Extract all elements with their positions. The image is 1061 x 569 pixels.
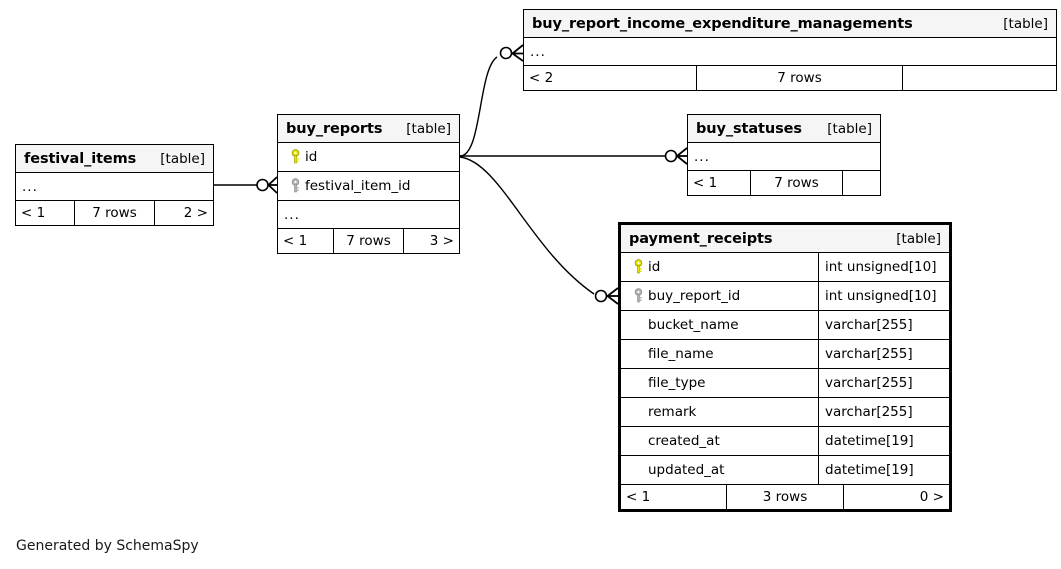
table-title: payment_receipts [629,230,773,247]
table-type-tag: [table] [160,150,205,167]
column-cell: id [621,253,818,281]
hidden-columns-ellipsis: ... [524,38,1056,66]
table-title: buy_reports [286,120,383,137]
column-name: file_name [648,346,714,362]
column-type: varchar[255] [818,340,949,368]
column-type: datetime[19] [818,427,949,455]
table-row[interactable]: id [278,143,459,172]
table-row[interactable]: buy_report_id int unsigned[10] [621,282,949,311]
table-row[interactable]: file_name varchar[255] [621,340,949,369]
footer-row-count: 7 rows [696,66,903,90]
table-header: payment_receipts [table] [621,225,949,253]
footer-child-count: 2 > [183,205,208,221]
table-type-tag: [table] [896,230,941,247]
column-name: created_at [648,433,720,449]
footer-row-count: 3 rows [726,485,844,509]
hidden-columns-ellipsis: ... [688,143,880,171]
column-type: datetime[19] [818,456,949,484]
footer-parent-count: < 1 [21,205,46,221]
table-header: buy_reports [table] [278,115,459,143]
table-type-tag: [table] [827,120,872,137]
table-header: buy_statuses [table] [688,115,880,143]
footer-parent-count: < 1 [626,489,651,505]
edge-buy_reports-payment_receipts [459,156,619,305]
column-cell: bucket_name [621,311,818,339]
table-row[interactable]: file_type varchar[255] [621,369,949,398]
table-buy_statuses[interactable]: buy_statuses [table] ... < 1 7 rows [687,114,881,196]
column-cell: buy_report_id [621,282,818,310]
table-title: buy_statuses [696,120,802,137]
column-cell: file_type [621,369,818,397]
footer-child-count: 0 > [919,489,944,505]
table-footer: < 1 3 rows 0 > [621,485,949,509]
table-row[interactable]: id int unsigned[10] [621,253,949,282]
edge-festival_items-buy_reports [214,176,278,194]
footer-parent-count: < 2 [529,70,554,86]
column-cell: created_at [621,427,818,455]
table-title: festival_items [24,150,137,167]
footer-row-count: 7 rows [74,201,155,225]
footer-child-count: 3 > [429,233,454,249]
key-icon-primary [628,259,648,275]
column-name: id [648,259,661,275]
table-footer: < 1 7 rows 3 > [278,229,459,253]
table-festival_items[interactable]: festival_items [table] ... < 1 7 rows 2 … [15,144,214,226]
table-footer: < 1 7 rows 2 > [16,201,213,225]
footer-child-count [903,66,1056,90]
table-row[interactable]: festival_item_id [278,172,459,201]
key-icon-foreign [628,288,648,304]
footer-parent-count: < 1 [693,175,718,191]
table-footer: < 2 7 rows [524,66,1056,90]
table-type-tag: [table] [406,120,451,137]
table-buy_reports[interactable]: buy_reports [table] id [277,114,460,254]
footer-parent-count: < 1 [283,233,308,249]
footer-row-count: 7 rows [750,171,843,195]
column-name: file_type [648,375,706,391]
column-type: int unsigned[10] [818,282,949,310]
key-icon-primary [285,149,305,165]
column-name: festival_item_id [305,178,411,194]
table-row[interactable]: updated_at datetime[19] [621,456,949,485]
hidden-columns-ellipsis: ... [278,201,459,229]
table-footer: < 1 7 rows [688,171,880,195]
column-cell: file_name [621,340,818,368]
table-buy_report_income_expenditure_managements[interactable]: buy_report_income_expenditure_management… [523,9,1057,91]
footer-child-count [843,171,880,195]
table-row[interactable]: bucket_name varchar[255] [621,311,949,340]
column-cell: id [278,143,459,171]
column-name: id [305,149,318,165]
column-type: int unsigned[10] [818,253,949,281]
column-name: bucket_name [648,317,739,333]
column-name: buy_report_id [648,288,741,304]
column-cell: remark [621,398,818,426]
table-type-tag: [table] [1003,15,1048,32]
column-cell: festival_item_id [278,172,459,200]
table-row[interactable]: created_at datetime[19] [621,427,949,456]
column-name: updated_at [648,462,725,478]
table-header: buy_report_income_expenditure_management… [524,10,1056,38]
edge-buy_reports-buy_statuses [460,147,688,165]
column-type: varchar[255] [818,398,949,426]
column-cell: updated_at [621,456,818,484]
column-type: varchar[255] [818,369,949,397]
table-row[interactable]: remark varchar[255] [621,398,949,427]
footer-row-count: 7 rows [333,229,404,253]
table-payment_receipts[interactable]: payment_receipts [table] id int unsigned… [618,222,952,512]
table-header: festival_items [table] [16,145,213,173]
column-name: remark [648,404,697,420]
table-title: buy_report_income_expenditure_management… [532,15,913,32]
edge-buy_reports-income_expenditure [459,44,524,157]
generated-by-label: Generated by SchemaSpy [16,538,199,554]
hidden-columns-ellipsis: ... [16,173,213,201]
column-type: varchar[255] [818,311,949,339]
key-icon-foreign [285,178,305,194]
